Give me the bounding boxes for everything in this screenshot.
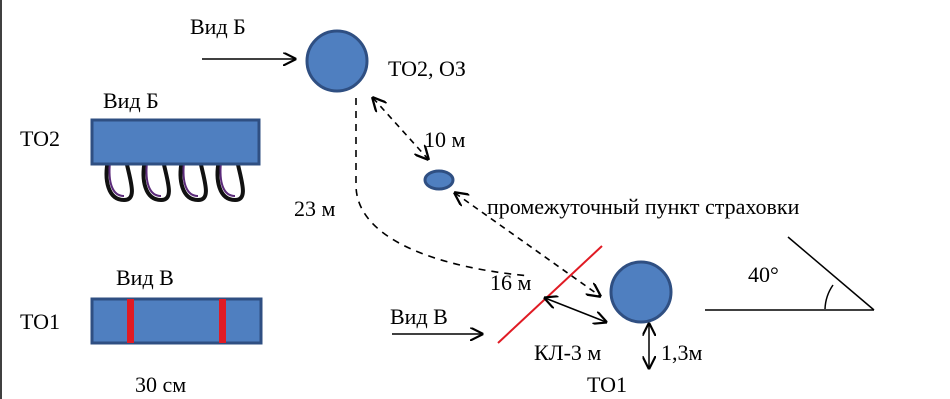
- label-to2-oz: ТО2, ОЗ: [388, 56, 466, 81]
- arrow-kl3: [545, 298, 606, 322]
- label-to2: ТО2: [20, 126, 60, 151]
- node-intermediate: [423, 169, 455, 191]
- label-16m: 16 м: [490, 270, 532, 295]
- label-angle: 40°: [748, 262, 779, 287]
- label-to1-left: ТО1: [20, 309, 60, 334]
- label-kl3: КЛ-3 м: [534, 340, 601, 365]
- to1-mark-right: [219, 299, 226, 343]
- to1-mark-left: [127, 299, 134, 343]
- arrow-10m: [373, 98, 428, 159]
- label-to1-bottom: ТО1: [587, 372, 627, 397]
- label-vid-b-side: Вид Б: [103, 88, 159, 113]
- angle-icon: [705, 236, 875, 311]
- label-1-3m: 1,3м: [661, 340, 703, 365]
- to2-anchor-bar: [90, 118, 261, 166]
- label-23m: 23 м: [294, 196, 336, 221]
- to1-anchor-bar: [90, 297, 263, 345]
- carabiner-icon: [104, 159, 245, 203]
- node-to2-oz: [305, 29, 369, 93]
- label-10m: 10 м: [424, 127, 466, 152]
- node-to1: [609, 260, 673, 324]
- label-vid-v-side: Вид В: [116, 265, 174, 290]
- label-30cm: 30 см: [135, 372, 186, 397]
- label-vid-b-top: Вид Б: [190, 14, 246, 39]
- arrow-intermediate-to1: [455, 193, 600, 296]
- label-vid-v-arrow: Вид В: [390, 304, 448, 329]
- label-intermediate: промежуточный пункт страховки: [487, 194, 800, 219]
- red-cut-line: [497, 245, 603, 344]
